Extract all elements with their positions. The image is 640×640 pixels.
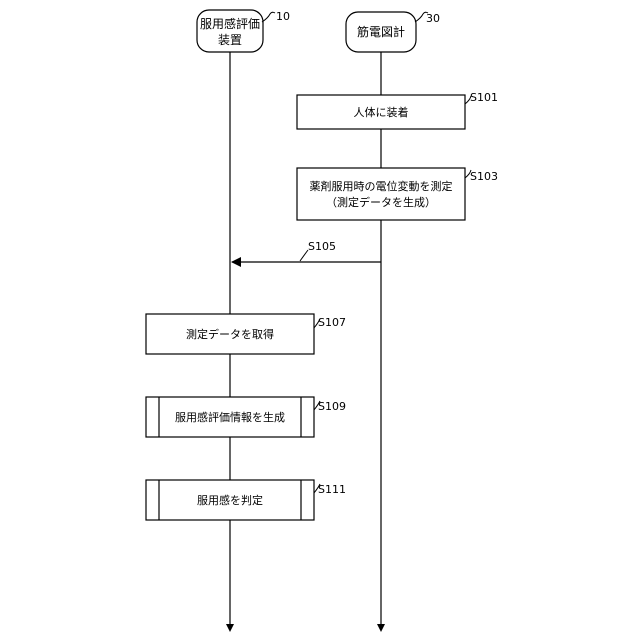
step-s109-id: S109 [318,400,346,413]
step-s109: 服用感評価情報を生成 S109 [146,397,346,437]
step-s101-text: 人体に装着 [354,105,409,119]
step-s109-text: 服用感評価情報を生成 [175,410,285,424]
step-s107-id: S107 [318,316,346,329]
step-s111: 服用感を判定 S111 [146,480,346,520]
step-s105: S105 [232,240,381,262]
actor-emg-meter: 筋電図計 30 [346,12,440,52]
actor-evaluation-device-name-line2: 装置 [218,33,242,47]
actor-evaluation-device: 服用感評価 装置 10 [197,10,290,52]
actor-emg-meter-name: 筋電図計 [357,24,405,39]
step-s101-id: S101 [470,91,498,104]
step-s103-text-line1: 薬剤服用時の電位変動を測定 [310,179,453,193]
step-s101: 人体に装着 S101 [297,91,498,129]
step-s103-id: S103 [470,170,498,183]
step-s105-leader [300,250,308,261]
step-s107: 測定データを取得 S107 [146,314,346,354]
step-s107-text: 測定データを取得 [186,327,274,341]
actor-evaluation-device-ref-leader [262,12,275,22]
step-s103-box [297,168,465,220]
step-s111-text: 服用感を判定 [197,493,263,507]
actor-evaluation-device-ref: 10 [276,10,290,23]
actor-emg-meter-ref: 30 [426,12,440,25]
actor-evaluation-device-name-line1: 服用感評価 [200,16,260,31]
step-s103: 薬剤服用時の電位変動を測定 （測定データを生成） S103 [297,168,498,220]
lifeline-evaluation-device-end-arrow [226,624,234,632]
step-s103-text-line2: （測定データを生成） [326,195,436,209]
step-s105-id: S105 [308,240,336,253]
step-s111-id: S111 [318,483,346,496]
lifeline-emg-meter-end-arrow [377,624,385,632]
